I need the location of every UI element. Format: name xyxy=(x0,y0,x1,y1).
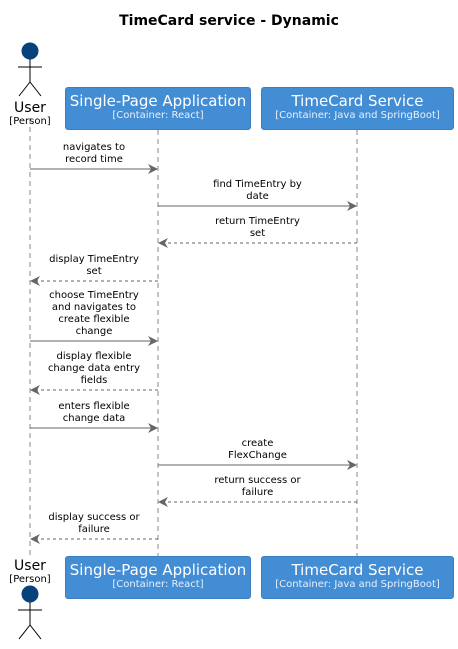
user-actor-icon-bottom xyxy=(18,585,42,640)
participant-type: [Container: React] xyxy=(112,110,204,121)
participant-type: [Container: React] xyxy=(112,579,204,590)
participant-name: Single-Page Application xyxy=(69,561,247,579)
message-label-line: FlexChange xyxy=(228,450,287,461)
actor-name: User xyxy=(14,100,46,116)
message-label-line: find TimeEntry by xyxy=(213,179,302,190)
message-label-line: display TimeEntry xyxy=(49,254,139,265)
message-label-line: choose TimeEntry xyxy=(49,290,139,301)
message-label-line: create flexible xyxy=(58,314,130,325)
message-label-line: failure xyxy=(241,487,274,498)
message-label-line: navigates to xyxy=(62,142,126,153)
message-label-line: set xyxy=(86,266,102,277)
message-label-line: record time xyxy=(65,154,123,165)
message-label-line: return TimeEntry xyxy=(215,216,300,227)
participant-name: TimeCard Service xyxy=(291,92,424,110)
actor-name: User xyxy=(14,558,46,574)
message-label-line: and navigates to xyxy=(51,302,137,313)
participant-type: [Container: Java and SpringBoot] xyxy=(275,110,440,121)
message-label-line: fields xyxy=(80,375,108,386)
message-label-line: set xyxy=(249,228,266,239)
actor-type: [Person] xyxy=(9,574,51,585)
message-label-line: return success or xyxy=(214,475,301,486)
participant-tcs-bottom: TimeCard Service [Container: Java and Sp… xyxy=(261,556,454,599)
diagram-title: TimeCard service - Dynamic xyxy=(119,13,339,29)
participant-name: TimeCard Service xyxy=(291,561,424,579)
actor-type: [Person] xyxy=(9,116,51,127)
user-actor-icon-top xyxy=(18,42,42,97)
user-actor-label-top: User [Person] xyxy=(0,100,60,128)
participant-name: Single-Page Application xyxy=(69,92,247,110)
message-label-line: failure xyxy=(78,524,110,535)
message-label-line: enters flexible xyxy=(58,401,130,412)
message-label-line: change data entry xyxy=(47,363,141,374)
participant-tcs-top: TimeCard Service [Container: Java and Sp… xyxy=(261,87,454,130)
participant-type: [Container: Java and SpringBoot] xyxy=(275,579,440,590)
message-label-line: display flexible xyxy=(56,351,132,362)
message-label-line: display success or xyxy=(48,512,140,523)
participant-spa-bottom: Single-Page Application [Container: Reac… xyxy=(65,556,251,599)
participant-spa-top: Single-Page Application [Container: Reac… xyxy=(65,87,251,130)
message-label-line: change data xyxy=(62,413,126,424)
user-actor-label-bottom: User [Person] xyxy=(0,558,60,586)
message-label-line: change xyxy=(75,326,113,337)
message-label-line: create xyxy=(241,438,274,449)
message-label-line: date xyxy=(246,191,269,202)
